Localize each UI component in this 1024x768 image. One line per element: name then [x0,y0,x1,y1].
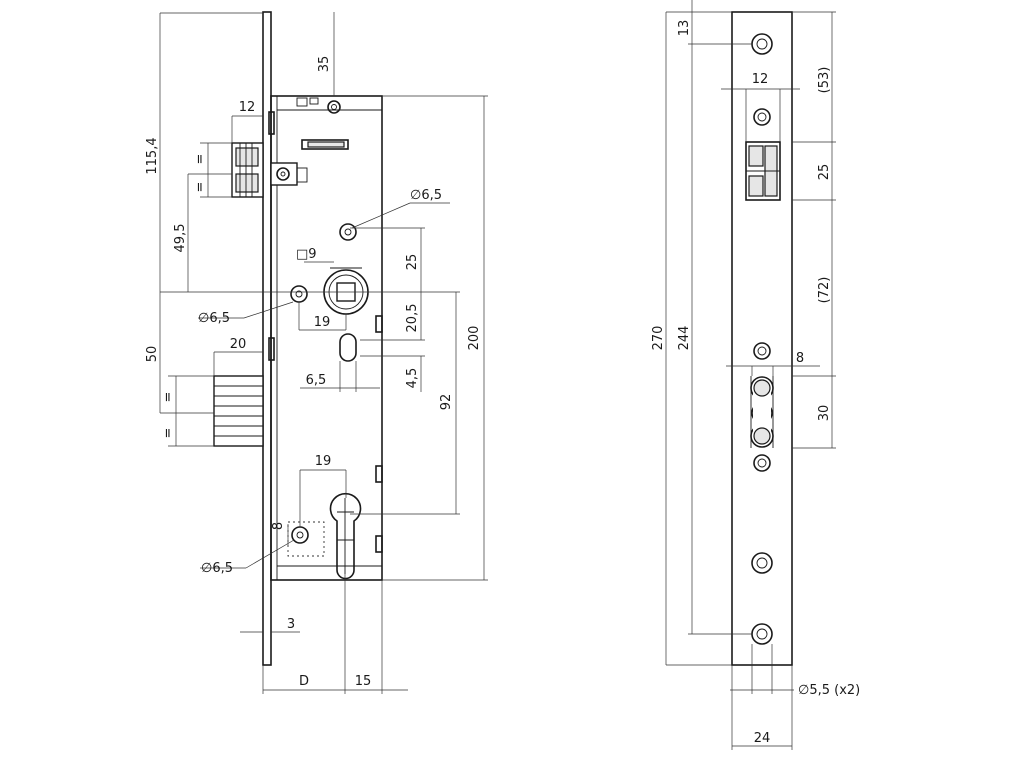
top-slot [301,139,349,150]
front-latch-opening [745,141,781,201]
dim-3: 3 [287,617,295,632]
dim-25-front: 25 [817,164,832,181]
left-fixing-hole [290,285,308,303]
dim-20-5: 20,5 [405,304,420,333]
dead-bolt [213,375,264,447]
dim-25-side: 25 [405,254,420,271]
dim-19-top: 19 [314,315,331,330]
dim-D: D [299,674,309,689]
dim-8-front: 8 [796,351,804,366]
dim-244: 244 [677,326,692,351]
equal-mark: = [161,392,176,403]
dim-dia-bottom: ∅6,5 [201,561,233,576]
side-dimensions [159,12,488,694]
lock-side-view: 35 12 115,4 49,5 ∅6,5 □9 25 ∅6,5 19 20,5… [145,11,488,694]
dim-4-5: 4,5 [405,368,420,389]
dim-dia-top: ∅6,5 [410,188,442,203]
dim-30: 30 [817,405,832,422]
dim-20: 20 [230,337,247,352]
dim-24: 24 [754,731,771,746]
front-cylinder-opening [750,376,774,448]
equal-mark: = [193,182,208,193]
front-faceplate [731,11,793,666]
front-screw-holes [751,33,773,645]
dim-49-5: 49,5 [173,224,188,253]
cylinder-profile [329,492,362,580]
dim-12-front: 12 [752,72,769,87]
dim-50: 50 [145,346,160,363]
handle-follower [323,267,369,315]
dim-53: (53) [817,67,832,94]
dim-dia-left: ∅6,5 [198,311,230,326]
equal-mark: = [193,154,208,165]
dim-115-4: 115,4 [145,137,160,174]
dim-15: 15 [355,674,372,689]
dim-13: 13 [677,20,692,37]
latch-bolt [231,142,308,198]
dim-35: 35 [317,56,332,73]
dim-8-side: 8 [271,522,286,530]
dim-square-9: □9 [296,247,317,262]
top-fixing-hole [327,100,341,114]
dim-hole-diameter: ∅5,5 (x2) [798,683,860,698]
equal-mark: = [161,428,176,439]
oval-slot [339,333,357,362]
front-dimensions [665,0,836,750]
dim-200: 200 [467,326,482,351]
dim-6-5: 6,5 [306,373,327,388]
upper-fixing-hole [339,223,357,241]
dim-72: (72) [817,277,832,304]
dim-19-bottom: 19 [315,454,332,469]
dim-12-side: 12 [239,100,256,115]
dim-270: 270 [651,326,666,351]
lock-front-view: 13 (53) 12 25 (72) 8 30 270 244 ∅5,5 (x2… [651,0,860,750]
cylinder-screw-hole [291,526,309,544]
dim-92: 92 [439,394,454,411]
